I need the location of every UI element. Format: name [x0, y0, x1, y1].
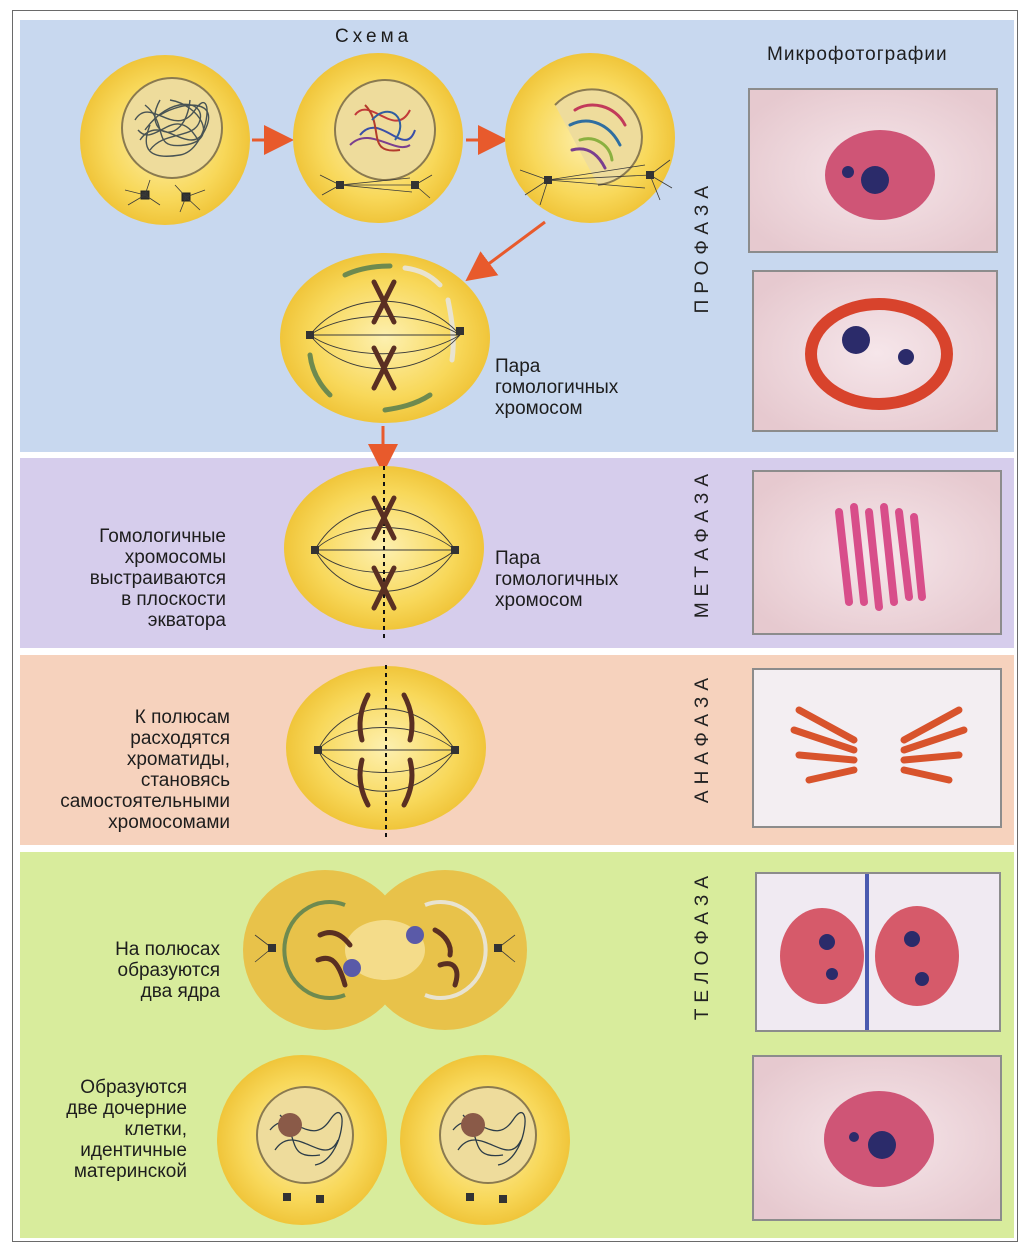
micrograph-metaphase — [752, 470, 1002, 635]
telophase-dividing-cell — [243, 870, 527, 1030]
photos-title: Микрофотографии — [767, 44, 948, 65]
caption-prophase-pair: Пара гомологичных хромосом — [495, 356, 618, 419]
caption-anaphase: К полюсам расходятся хроматиды, становяс… — [40, 707, 230, 833]
phase-label-metaphase: МЕТАФАЗА — [692, 468, 714, 618]
micrograph-anaphase — [752, 668, 1002, 828]
micrograph-daughter-cell — [752, 1055, 1002, 1221]
caption-metaphase-pair: Пара гомологичных хромосом — [495, 548, 618, 611]
daughter-cell-1 — [217, 1055, 387, 1225]
prophase-cell-3 — [505, 53, 675, 223]
prophase-cell-1 — [80, 55, 250, 225]
micrograph-prophase-late — [752, 270, 998, 432]
phase-label-anaphase: АНАФАЗА — [692, 672, 714, 803]
caption-metaphase-equator: Гомологичные хромосомы выстраиваются в п… — [58, 526, 226, 631]
anaphase-cell — [286, 665, 486, 838]
scheme-title: Схема — [335, 26, 412, 47]
metaphase-cell — [284, 466, 484, 638]
daughter-cell-2 — [400, 1055, 570, 1225]
micrograph-prophase-early — [748, 88, 998, 253]
phase-label-telophase: ТЕЛОФАЗА — [692, 870, 714, 1020]
phase-label-prophase: ПРОФАЗА — [692, 180, 714, 313]
caption-daughter-cells: Образуются две дочерние клетки, идентичн… — [30, 1077, 187, 1182]
prophase-cell-4 — [280, 253, 490, 423]
caption-telophase-nuclei: На полюсах образуются два ядра — [60, 939, 220, 1002]
prophase-cell-2 — [293, 53, 463, 223]
micrograph-telophase — [755, 872, 1001, 1032]
